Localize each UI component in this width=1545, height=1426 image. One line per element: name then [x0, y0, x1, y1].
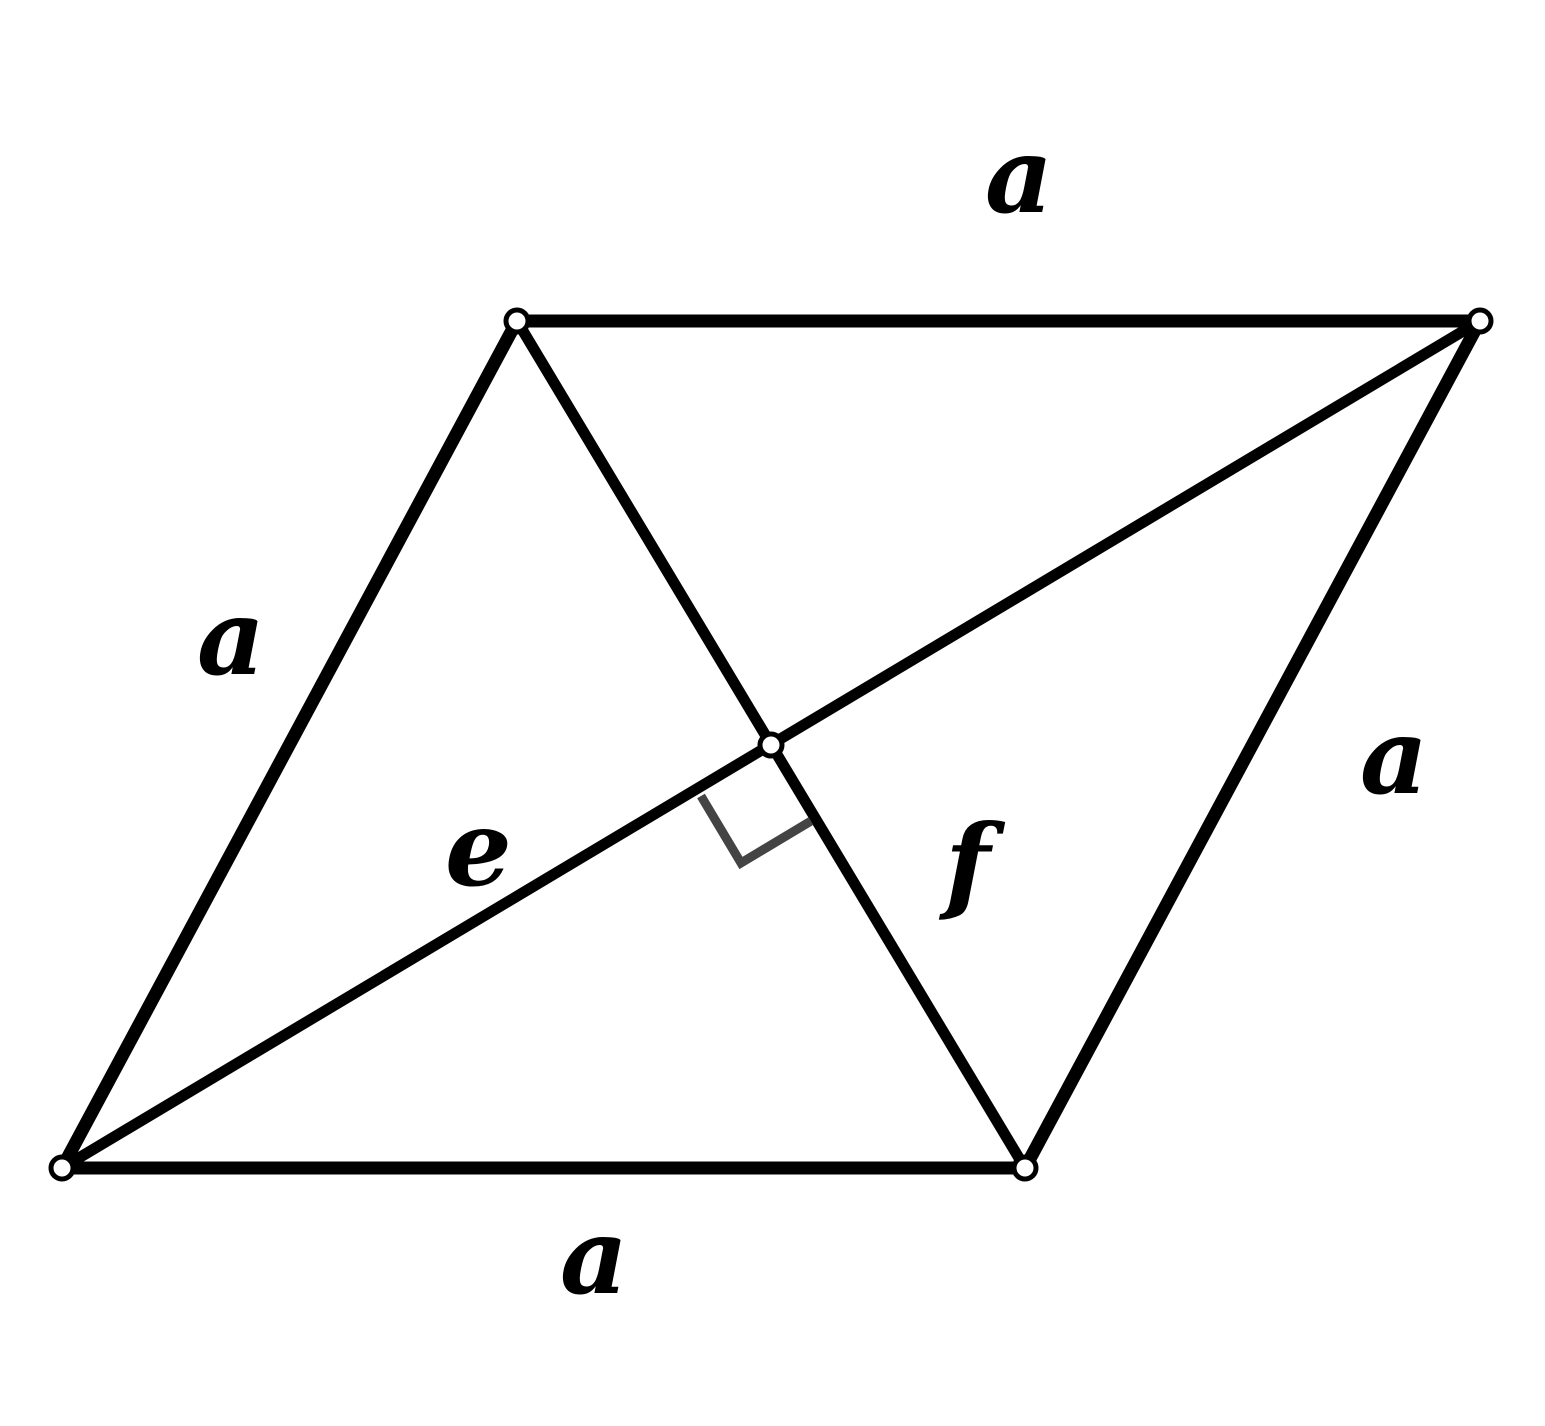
- vertex-top-right: [1466, 307, 1494, 335]
- label-diagonal-e: e: [445, 786, 512, 910]
- label-side-top: a: [985, 113, 1053, 237]
- side-right: [1018, 314, 1487, 1175]
- label-side-right: a: [1360, 694, 1428, 818]
- diagonal-intersection: [757, 731, 785, 759]
- right-angle-marker: [697, 793, 814, 870]
- vertex-bottom-right: [1011, 1154, 1039, 1182]
- label-diagonal-f: f: [938, 801, 1006, 925]
- side-left: [55, 314, 524, 1175]
- label-side-left: a: [197, 575, 265, 699]
- vertex-bottom-left: [48, 1154, 76, 1182]
- vertex-top-left: [503, 307, 531, 335]
- label-side-bottom: a: [560, 1194, 628, 1318]
